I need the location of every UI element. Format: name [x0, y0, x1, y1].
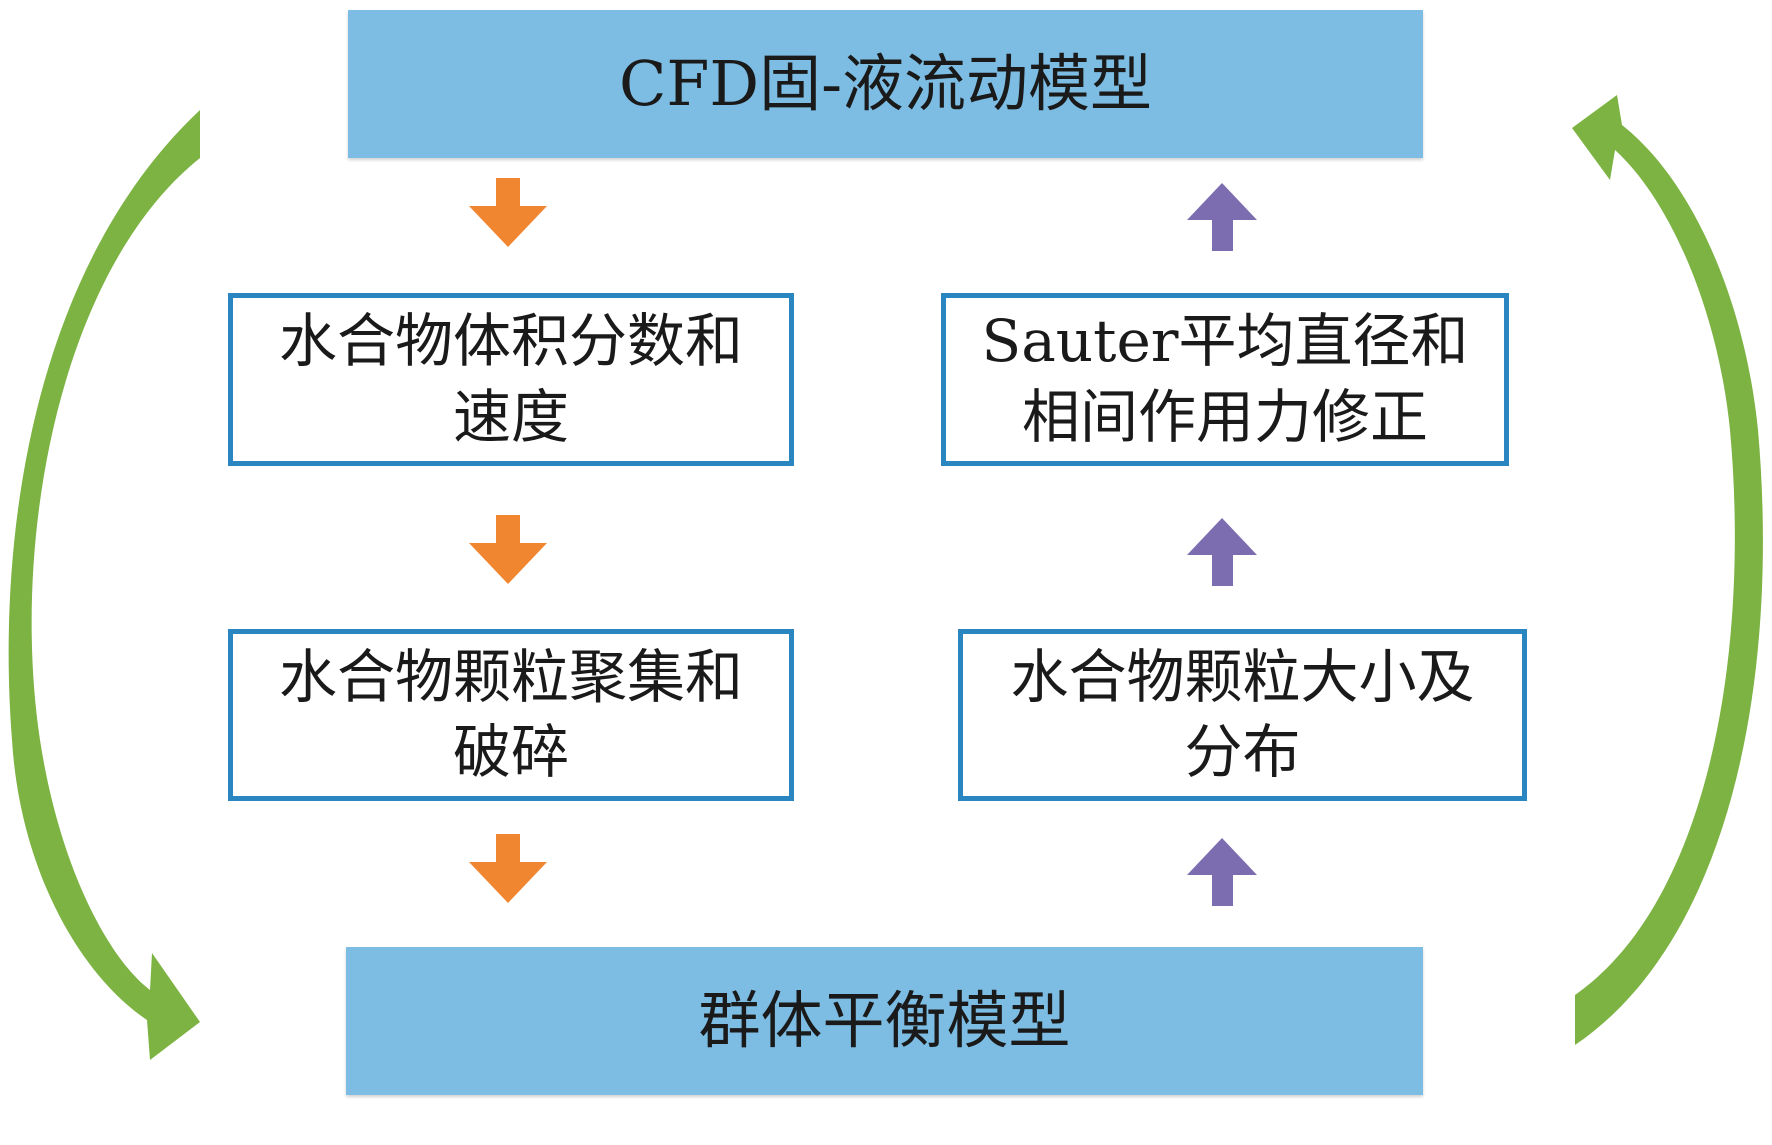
curved-arrow-icon: [8, 110, 201, 1060]
volume-fraction-velocity-box: 水合物体积分数和 速度: [228, 293, 794, 466]
arrow-down-icon: [469, 834, 547, 903]
population-balance-model-box: 群体平衡模型: [346, 947, 1423, 1095]
volume-fraction-line-2: 速度: [452, 382, 569, 451]
arrow-up-icon: [1187, 518, 1257, 586]
sauter-line-2: 相间作用力修正: [1021, 382, 1428, 451]
particle-size-distribution-box: 水合物颗粒大小及 分布: [958, 629, 1527, 801]
arrow-up-icon: [1187, 838, 1257, 906]
sauter-diameter-box: Sauter平均直径和 相间作用力修正: [941, 293, 1509, 466]
arrow-up-icon: [1187, 183, 1257, 251]
aggregation-line-2: 破碎: [452, 718, 569, 786]
aggregation-breakage-box: 水合物颗粒聚集和 破碎: [228, 629, 794, 801]
aggregation-line-1: 水合物颗粒聚集和: [278, 642, 743, 711]
arrow-down-icon: [469, 515, 547, 584]
volume-fraction-line-1: 水合物体积分数和: [278, 307, 743, 376]
population-balance-label: 群体平衡模型: [698, 983, 1071, 1057]
particle-size-line-2: 分布: [1184, 718, 1301, 786]
particle-size-line-1: 水合物颗粒大小及: [1010, 642, 1475, 711]
sauter-line-1: Sauter平均直径和: [981, 307, 1469, 376]
curved-arrow-icon: [1572, 95, 1763, 1045]
arrow-down-icon: [469, 178, 547, 247]
cfd-model-label: CFD固-液流动模型: [618, 46, 1153, 120]
cfd-model-box: CFD固-液流动模型: [348, 10, 1423, 158]
